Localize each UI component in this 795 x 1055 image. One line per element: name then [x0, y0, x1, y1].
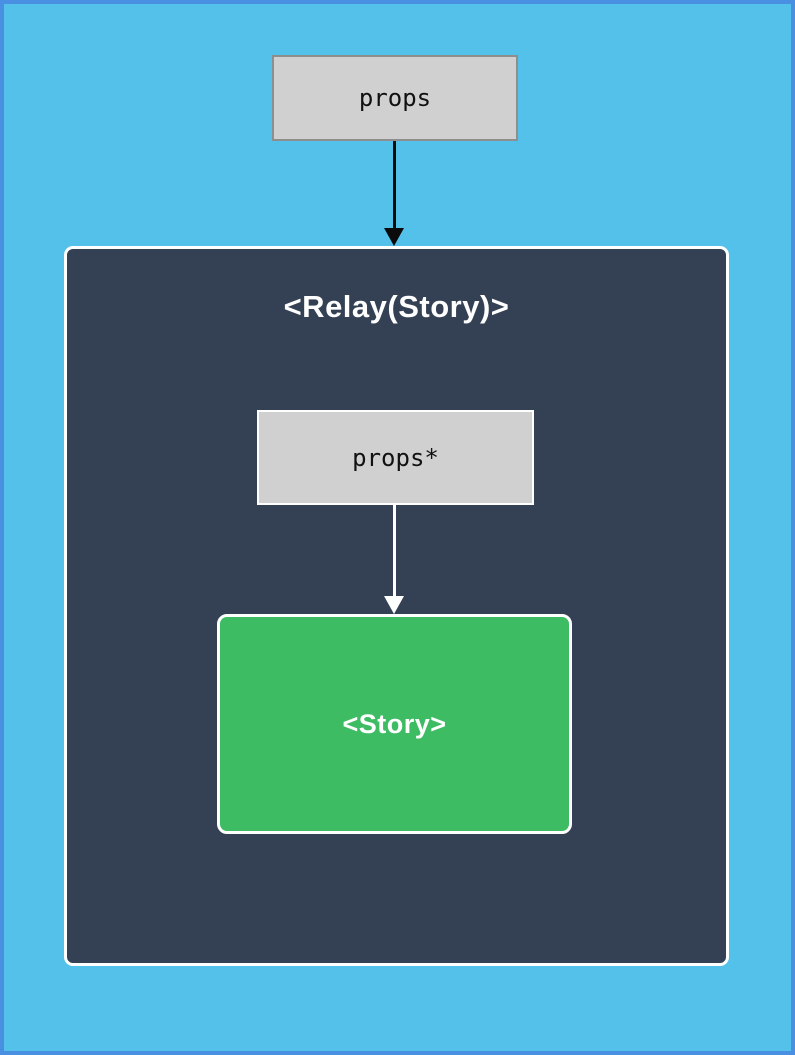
inner-props-box: props* — [257, 410, 534, 505]
relay-story-container: <Relay(Story)> props* <Story> — [64, 246, 729, 966]
story-component-label: <Story> — [342, 708, 447, 739]
outer-props-box: props — [272, 55, 518, 141]
relay-container-title: <Relay(Story)> — [283, 289, 510, 324]
down-arrow-light-head-icon — [384, 596, 404, 614]
down-arrow-light-line — [393, 505, 396, 597]
outer-props-label: props — [358, 84, 432, 112]
story-component-box: <Story> — [217, 614, 572, 834]
inner-props-label: props* — [352, 443, 439, 472]
down-arrow-dark-line — [393, 141, 396, 230]
down-arrow-dark-head-icon — [384, 228, 404, 246]
